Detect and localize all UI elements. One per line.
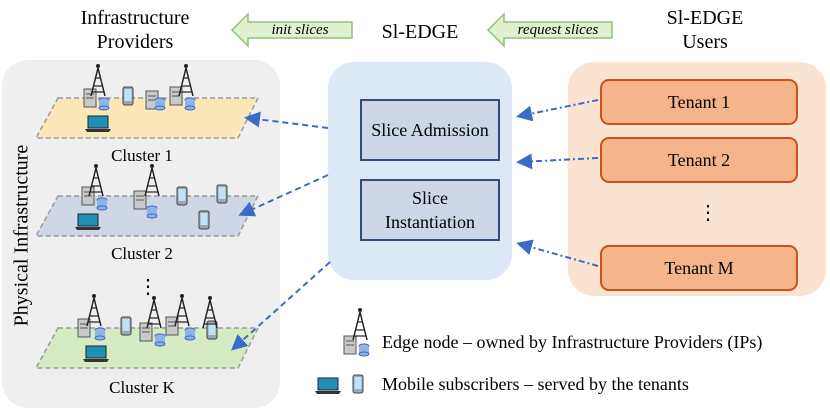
tenant-1: Tenant 1 <box>600 79 798 125</box>
init-slices-tag: init slices <box>271 21 329 38</box>
physical-infrastructure-label: Physical Infrastructure <box>10 144 33 327</box>
cluster-k-label: Cluster K <box>109 378 175 397</box>
sl-edge-title: Sl-EDGE <box>381 21 459 43</box>
legend-edge-node: Edge node – owned by Infrastructure Prov… <box>382 332 763 352</box>
tenant-ellipsis: ⋮ <box>698 202 718 224</box>
request-slices-tag: request slices <box>517 21 599 38</box>
sl-edge-panel <box>328 62 512 280</box>
users-title: Sl-EDGE Users <box>666 7 744 53</box>
cluster-2-label: Cluster 2 <box>111 244 173 263</box>
tenant-2: Tenant 2 <box>600 137 798 183</box>
legend-mobile: Mobile subscribers – served by the tenan… <box>382 374 689 394</box>
slice-instantiation-box: Slice Instantiation <box>360 179 500 241</box>
cluster-ellipsis: ⋮ <box>138 276 158 298</box>
providers-title: Infrastructure Providers <box>80 7 190 53</box>
tenant-m: Tenant M <box>600 245 798 291</box>
cluster-1-label: Cluster 1 <box>111 146 173 165</box>
slice-admission-box: Slice Admission <box>360 99 500 161</box>
